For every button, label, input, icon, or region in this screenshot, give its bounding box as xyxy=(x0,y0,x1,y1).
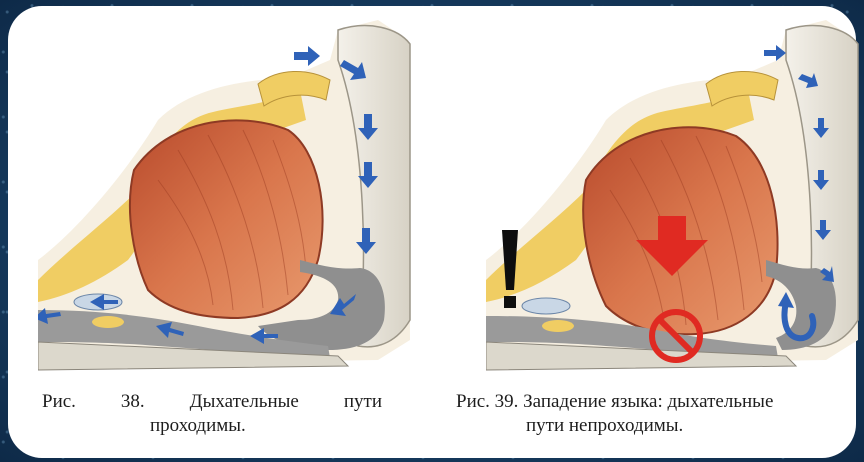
caption-line-1: Рис. 39. Западение языка: дыхательные xyxy=(456,390,858,414)
caption-line-2: проходимы. xyxy=(42,414,382,438)
caption-word: пути xyxy=(344,390,382,414)
caption-figure-38: Рис. 38. Дыхательные пути проходимы. xyxy=(42,390,382,438)
caption-line-2: пути непроходимы. xyxy=(456,414,858,438)
content-card: Рис. 38. Дыхательные пути проходимы. Рис… xyxy=(8,6,856,458)
anatomy-illustration-blocked xyxy=(486,20,864,376)
caption-line-1: Рис. 38. Дыхательные пути xyxy=(42,390,382,414)
caption-word: Дыхательные xyxy=(190,390,299,414)
figure-open-airway xyxy=(38,20,416,376)
anatomy-illustration-open xyxy=(38,20,416,376)
caption-figure-39: Рис. 39. Западение языка: дыхательные пу… xyxy=(456,390,858,438)
caption-word: 38. xyxy=(121,390,145,414)
caption-word: Рис. xyxy=(42,390,76,414)
figure-blocked-airway xyxy=(486,20,864,376)
